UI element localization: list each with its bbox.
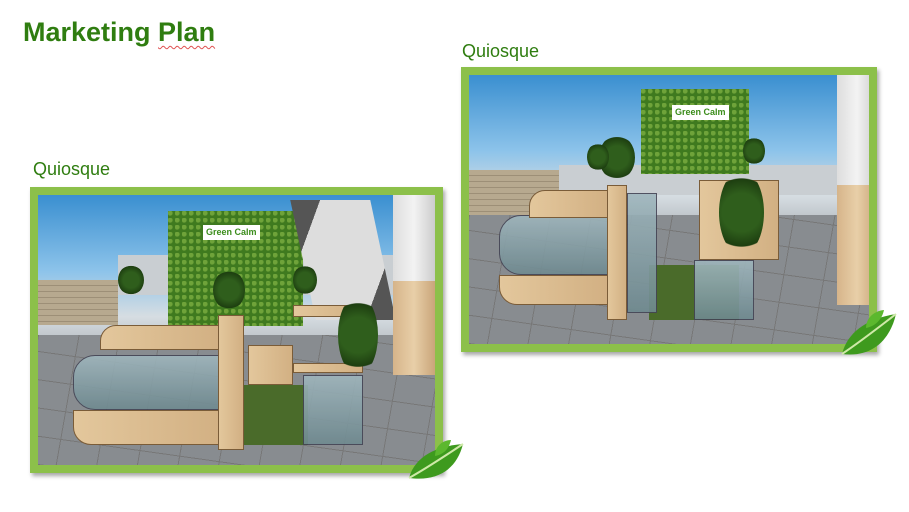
right-kiosk-image[interactable]: Green Calm — [461, 67, 877, 352]
green-wall — [641, 89, 749, 174]
right-caption: Quiosque — [462, 41, 540, 61]
brand-logo: Green Calm — [203, 225, 260, 240]
kiosk-render: Green Calm — [38, 195, 435, 465]
title-word: Plan — [158, 17, 216, 47]
slide-title: Marketing Plan — [23, 17, 215, 48]
left-kiosk-image[interactable]: Green Calm — [30, 187, 443, 473]
brand-logo: Green Calm — [672, 105, 729, 120]
leaf-icon — [408, 440, 464, 479]
title-word: Marketing — [23, 17, 151, 47]
kiosk-render: Green Calm — [469, 75, 869, 344]
leaf-icon — [841, 310, 897, 355]
left-caption: Quiosque — [33, 159, 111, 179]
escalator — [290, 200, 396, 320]
